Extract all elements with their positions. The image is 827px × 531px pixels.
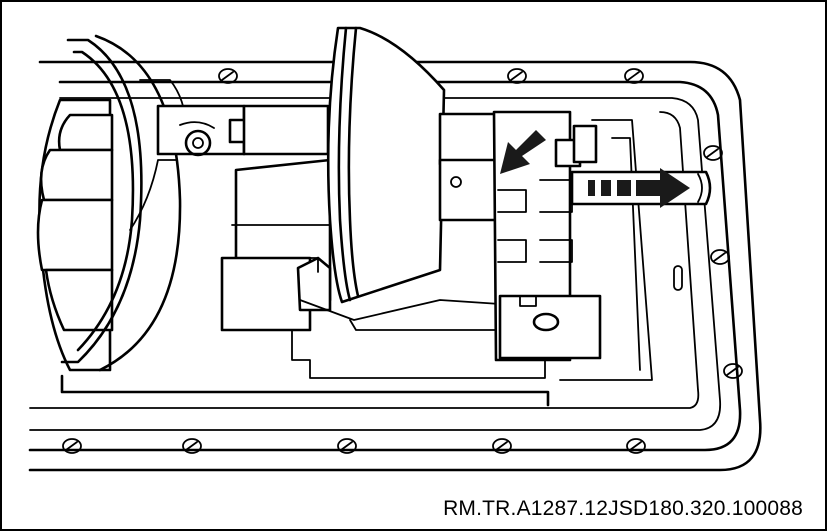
bolt-hole [62, 438, 82, 454]
selector-fork [438, 110, 602, 362]
cone-disc [299, 26, 501, 331]
bolt-hole [710, 249, 730, 265]
slide-right-arrow [588, 168, 690, 208]
figure-reference-code: RM.TR.A1287.12JSD180.320.100088 [443, 497, 803, 520]
bolt-hole [507, 68, 527, 84]
push-down-left-arrow [500, 130, 546, 174]
housing-flange [28, 60, 762, 472]
inner-pan [60, 119, 653, 407]
bolt-holes [62, 68, 743, 454]
lower-casing [220, 158, 332, 332]
bolt-hole [337, 438, 357, 454]
bolt-hole [703, 145, 723, 161]
slot-hole [673, 265, 683, 291]
bolt-hole [624, 68, 644, 84]
left-gear-stack [36, 34, 187, 372]
main-shaft [156, 104, 330, 157]
bolt-hole [723, 363, 743, 379]
bolt-hole [492, 438, 512, 454]
bolt-hole [626, 438, 646, 454]
bolt-hole [218, 68, 238, 84]
bolt-hole [182, 438, 202, 454]
